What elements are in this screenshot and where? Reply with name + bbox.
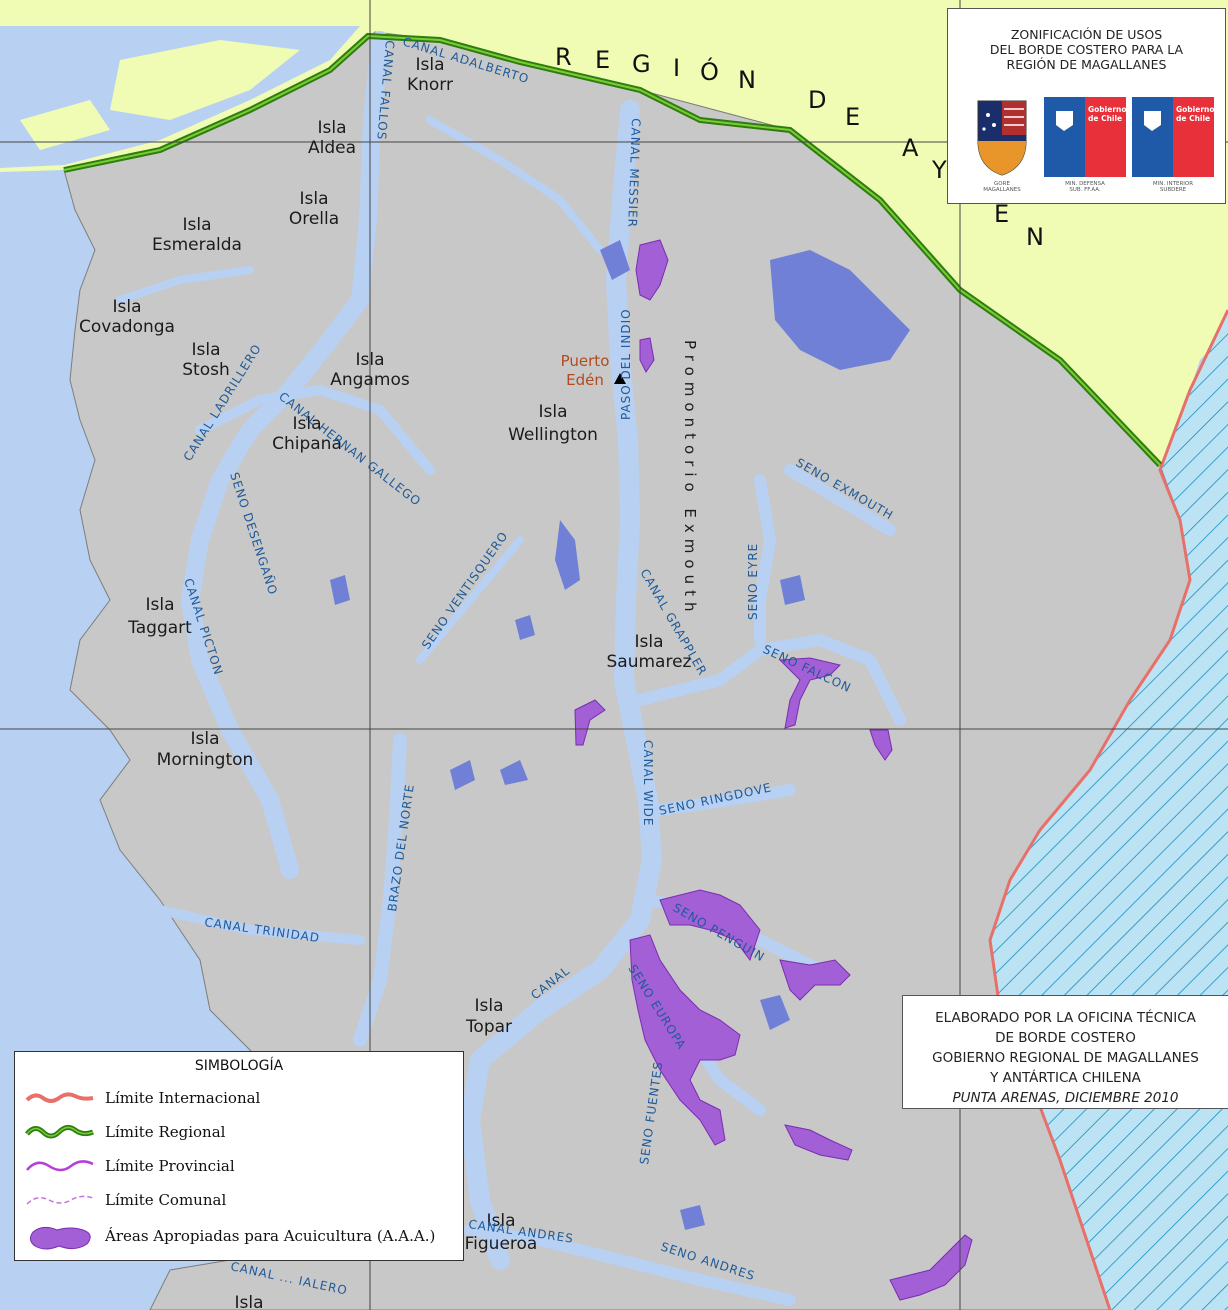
svg-text:G: G <box>632 50 665 78</box>
legend-item: Límite Provincial <box>23 1154 235 1178</box>
aysen-region-area <box>0 0 1228 465</box>
svg-text:Gobierno: Gobierno <box>1088 105 1126 114</box>
gore-magallanes-shield-icon <box>977 100 1027 176</box>
gobierno-de-chile-icon: Gobierno de Chile <box>1044 97 1126 177</box>
svg-text:R: R <box>555 43 586 71</box>
credit-place-date: PUNTA ARENAS, DICIEMBRE 2010 <box>952 1090 1179 1106</box>
svg-text:Y: Y <box>931 156 961 184</box>
title-line: REGIÓN DE MAGALLANES <box>1006 57 1167 72</box>
credit-line: Y ANTÁRTICA CHILENA <box>990 1070 1141 1086</box>
title-line: DEL BORDE COSTERO PARA LA <box>989 42 1184 57</box>
channels-water <box>65 31 906 1306</box>
svg-text:N: N <box>738 66 770 94</box>
svg-text:E: E <box>845 103 874 131</box>
title-line: ZONIFICACIÓN DE USOS <box>1010 27 1163 42</box>
international-boundary-line-icon <box>25 1092 94 1103</box>
regional-boundary-line-icon <box>25 1124 94 1139</box>
credit-line: GOBIERNO REGIONAL DE MAGALLANES <box>932 1050 1199 1066</box>
svg-text:SENO EYRE: SENO EYRE <box>746 543 760 620</box>
svg-text:de Chile: de Chile <box>1176 114 1210 123</box>
svg-text:Ó: Ó <box>700 56 733 86</box>
lakes <box>330 240 910 1230</box>
svg-text:de Chile: de Chile <box>1088 114 1122 123</box>
svg-text:E: E <box>595 46 624 74</box>
svg-text:É: É <box>994 199 1023 228</box>
svg-text:A: A <box>902 134 932 162</box>
title-panel: ZONIFICACIÓN DE USOS DEL BORDE COSTERO P… <box>947 8 1226 204</box>
credit-panel: ELABORADO POR LA OFICINA TÉCNICA DE BORD… <box>902 995 1228 1109</box>
international-boundary <box>988 309 1228 1310</box>
aquaculture-area-swatch-icon <box>29 1226 91 1250</box>
aquaculture-areas <box>574 239 973 1301</box>
legend-item: Límite Internacional <box>23 1086 260 1110</box>
island-label: Isla <box>234 1293 263 1310</box>
svg-text:PASO DEL INDIO: PASO DEL INDIO <box>619 308 633 420</box>
peninsula-label: Promontorio Exmouth <box>681 340 699 617</box>
legend-title: SIMBOLOGÍA <box>194 1058 284 1074</box>
north-land-fragments <box>20 40 300 150</box>
svg-text:Gobierno: Gobierno <box>1176 105 1214 114</box>
legend-panel: SIMBOLOGÍA Límite Internacional Límite R… <box>14 1051 464 1261</box>
regional-boundary-highlight <box>63 34 1161 466</box>
credit-line: ELABORADO POR LA OFICINA TÉCNICA <box>935 1010 1196 1026</box>
legend-item: Límite Regional <box>23 1120 225 1144</box>
svg-text:CANAL MESSIER: CANAL MESSIER <box>625 118 643 228</box>
town-marker-icon <box>614 373 626 384</box>
svg-text:I: I <box>673 54 694 82</box>
svg-text:D: D <box>808 86 840 114</box>
credit-line: DE BORDE COSTERO <box>995 1030 1136 1046</box>
legend-item: Límite Comunal <box>23 1188 226 1212</box>
provincial-boundary-line-icon <box>26 1160 94 1172</box>
gobierno-de-chile-icon: Gobierno de Chile <box>1132 97 1214 177</box>
svg-text:CANAL WIDE: CANAL WIDE <box>641 740 655 827</box>
legend-item: Áreas Apropiadas para Acuicultura (A.A.A… <box>23 1224 435 1250</box>
svg-text:N: N <box>1026 223 1058 251</box>
communal-boundary-line-icon <box>26 1195 94 1205</box>
